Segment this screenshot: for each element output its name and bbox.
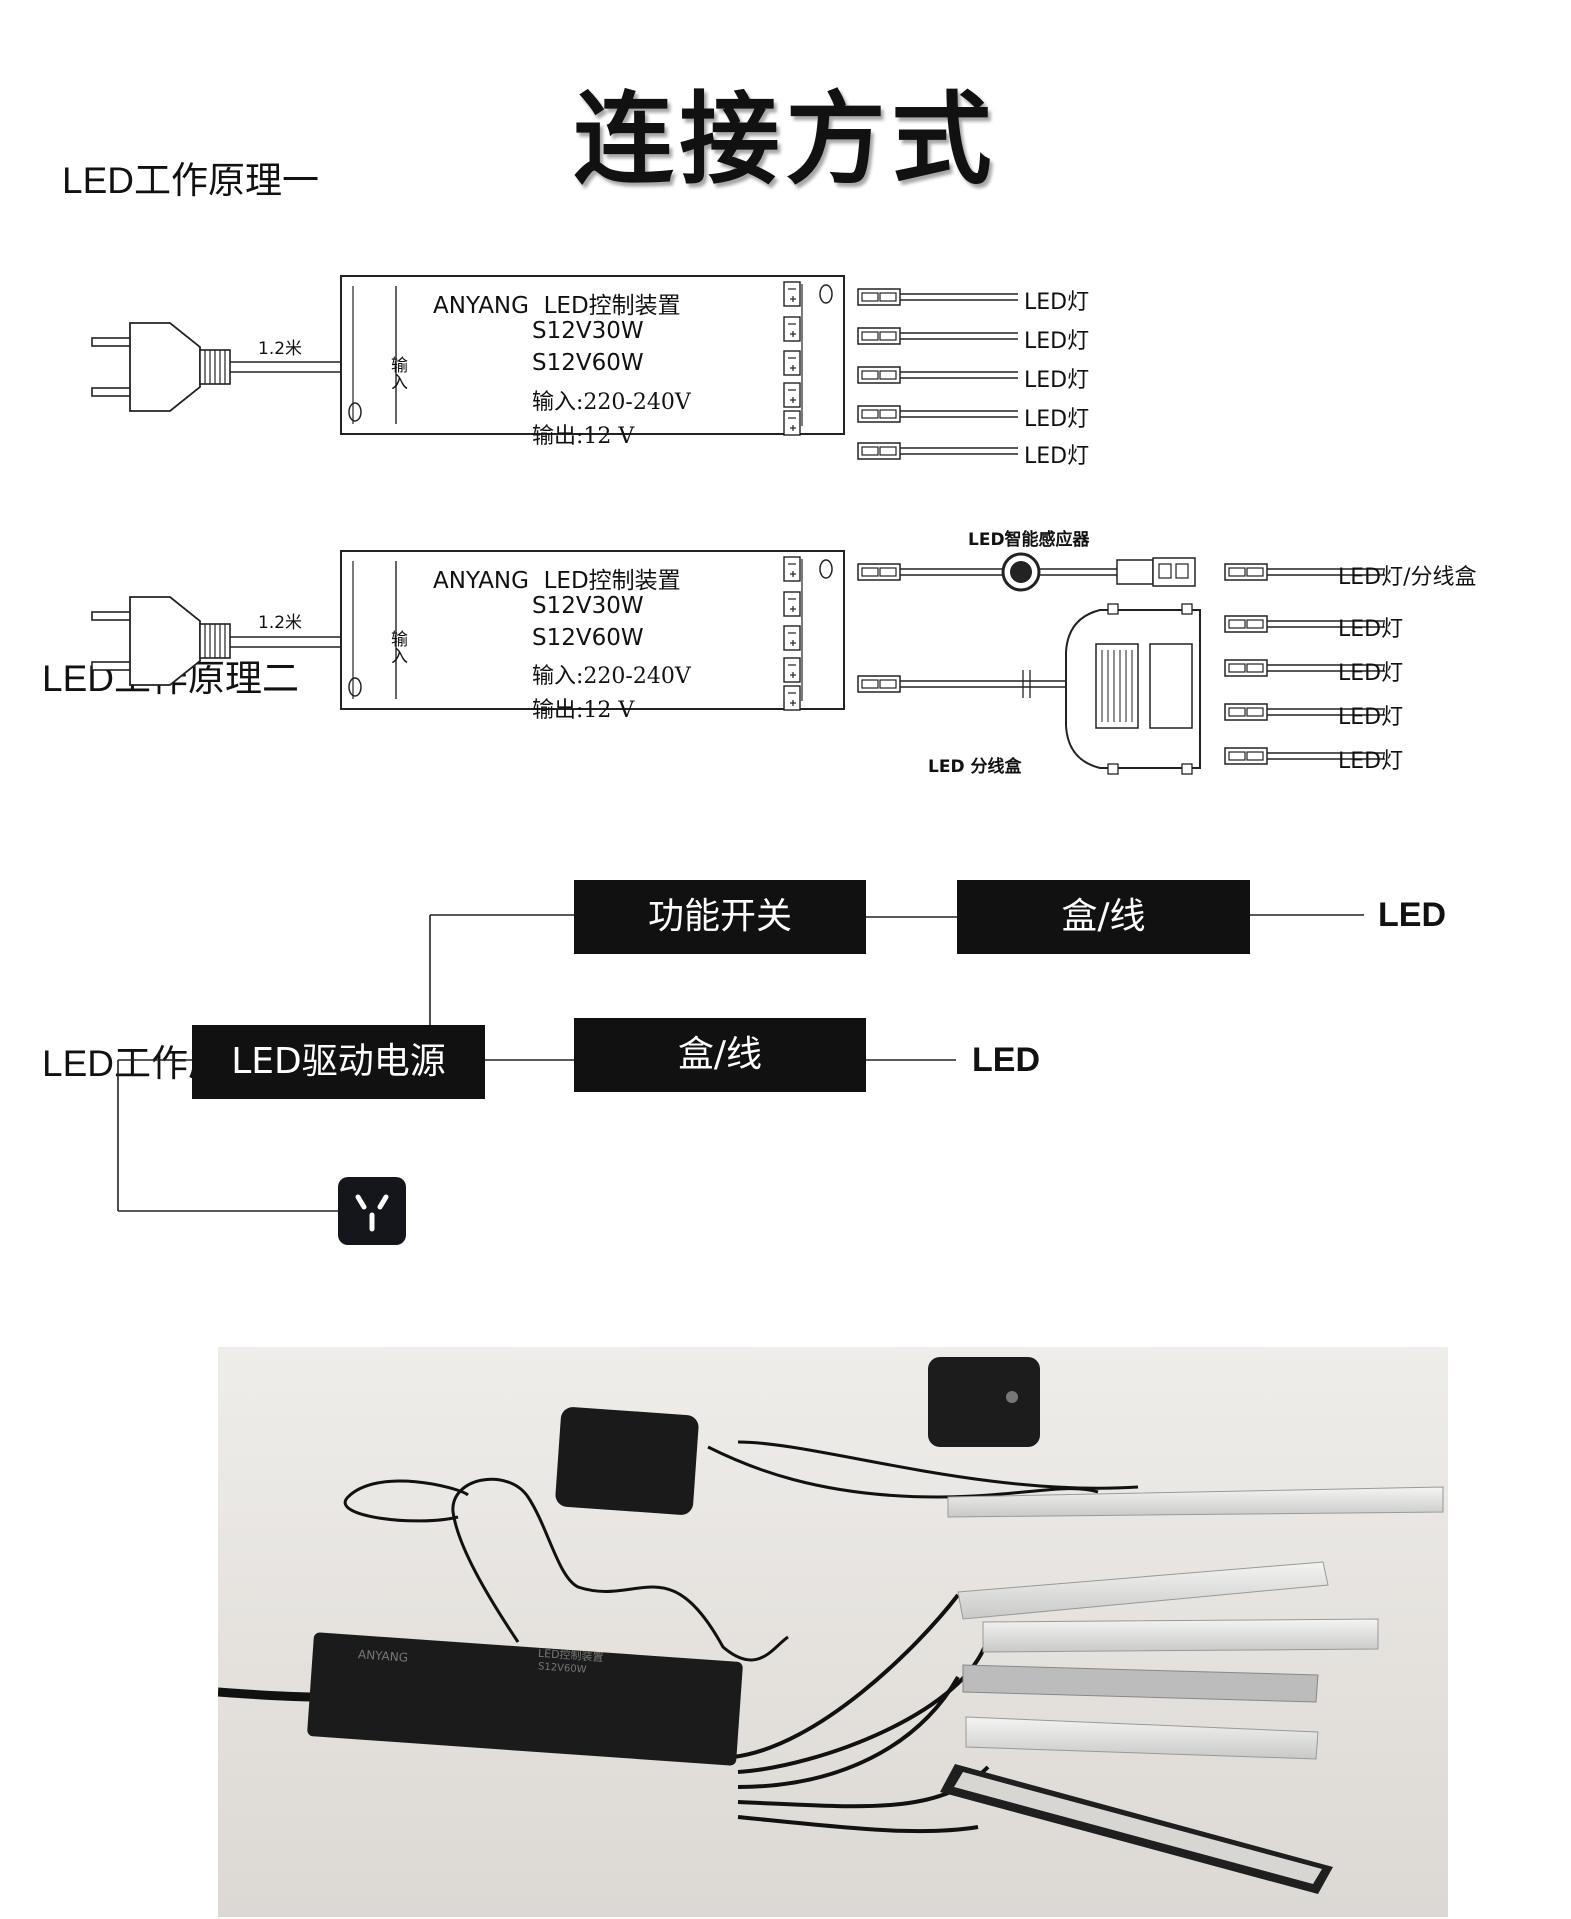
controller-model-2: S12V60W <box>532 350 644 376</box>
led-output-label: LED灯 <box>1024 444 1090 469</box>
plug-icon <box>91 596 231 686</box>
controller-model-2: S12V60W <box>532 625 644 651</box>
controller-output: 输出:12 V <box>532 424 635 449</box>
input-label: 输入 <box>387 356 407 390</box>
controller-name: LED控制装置 <box>543 568 681 594</box>
input-label: 输入 <box>387 630 407 664</box>
cable-length-label: 1.2米 <box>258 613 303 633</box>
page-title: 连接方式 <box>573 81 998 198</box>
power-socket-icon <box>338 1177 406 1245</box>
controller-input: 输入:220-240V <box>532 390 691 415</box>
box-wire-block-top: 盒/线 <box>957 880 1250 954</box>
splitter-label: LED 分线盒 <box>928 757 1022 777</box>
controller-model-1: S12V30W <box>532 593 644 619</box>
led-output-label: LED灯 <box>1024 329 1090 354</box>
cable-length-label: 1.2米 <box>258 339 303 359</box>
controller-model-1: S12V30W <box>532 318 644 344</box>
led-driver-block: LED驱动电源 <box>192 1025 485 1099</box>
led-output-label: LED灯 <box>1024 407 1090 432</box>
controller-brand: ANYANG <box>433 293 529 319</box>
splitter-output-label: LED灯 <box>1338 617 1404 642</box>
led-label-top: LED <box>1378 896 1446 934</box>
splitter-output-label: LED灯 <box>1338 749 1404 774</box>
function-switch-block: 功能开关 <box>574 880 866 954</box>
controller-name: LED控制装置 <box>543 293 681 319</box>
box-wire-block-bottom: 盒/线 <box>574 1018 866 1092</box>
controller-input: 输入:220-240V <box>532 664 691 689</box>
led-output-label: LED灯 <box>1024 368 1090 393</box>
led-label-bottom: LED <box>972 1041 1040 1079</box>
product-photo: ANYANG LED控制装置 S12V60W <box>218 1347 1448 1917</box>
sensor-label: LED智能感应器 <box>968 530 1090 550</box>
splitter-output-label: LED灯 <box>1338 705 1404 730</box>
splitter-output-label: LED灯 <box>1338 661 1404 686</box>
plug-icon <box>91 322 231 412</box>
section-heading-one: LED工作原理一 <box>62 160 319 201</box>
controller-brand: ANYANG <box>433 568 529 594</box>
controller-output: 输出:12 V <box>532 698 635 723</box>
sensor-output-label: LED灯/分线盒 <box>1338 565 1477 590</box>
led-output-label: LED灯 <box>1024 290 1090 315</box>
